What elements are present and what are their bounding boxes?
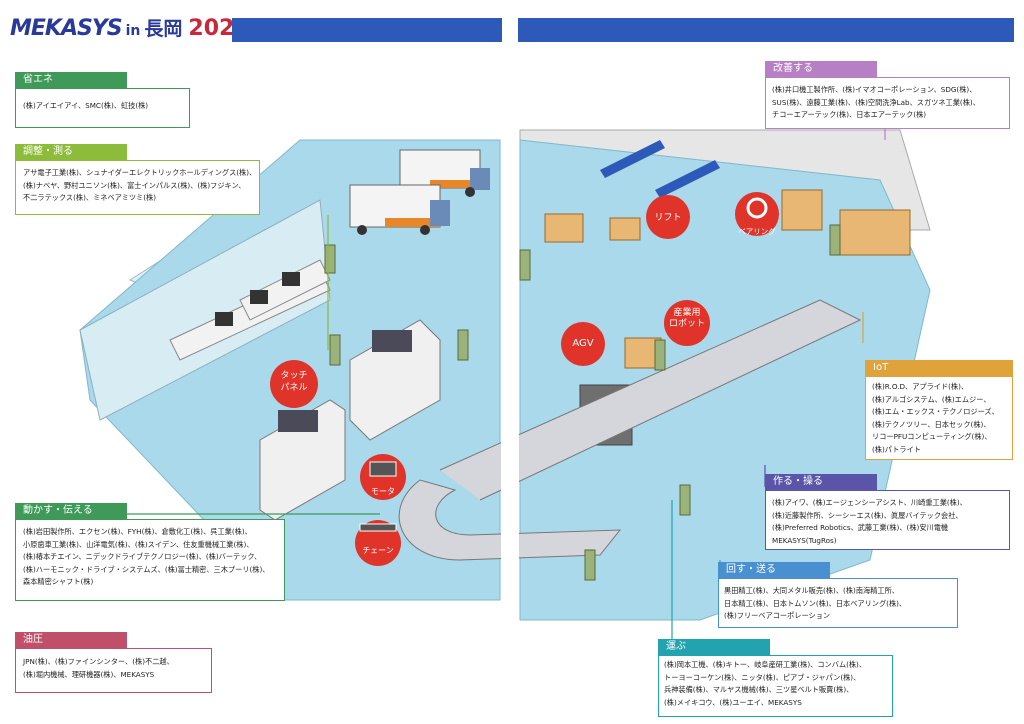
header-bar-right xyxy=(518,18,1014,42)
label-agv: AGV xyxy=(572,338,594,349)
page-fold xyxy=(501,48,519,724)
label-motor: モータ xyxy=(371,487,395,496)
bearing-icon xyxy=(746,197,768,219)
callout-bearing xyxy=(735,192,779,236)
label-robot: 産業用 ロボット xyxy=(668,308,705,329)
label-chain: チェーン xyxy=(362,546,394,555)
callout-lift xyxy=(646,195,690,239)
category-make-header: 作る・操る xyxy=(765,474,877,490)
category-iot-text: (株)R.O.D、アプライド(株)、 (株)アルゴシステム、(株)エムジー、 (… xyxy=(872,382,999,454)
truck-1 xyxy=(399,149,490,197)
cnc-machine xyxy=(349,319,441,441)
category-adjust-text: アサ電子工業(株)、シュナイダーエレクトリックホールディングス(株)、 (株)ナ… xyxy=(23,168,257,203)
category-iot-header: IoT xyxy=(865,360,1013,376)
category-hydraulic-text: JPN(株)、(株)ファインシンター、(株)不二越、 (株)堀内機械、理研機器(… xyxy=(23,657,174,679)
category-make-text: (株)アイワ、(株)エージェンシーアシスト、川崎重工業(株)、 (株)近藤製作所… xyxy=(772,498,967,545)
category-hydraulic-box xyxy=(15,648,212,693)
overhead-beams xyxy=(600,140,720,198)
brand-logo: MEKASYS xyxy=(10,16,123,41)
callout-touch xyxy=(270,360,318,408)
category-iot-box xyxy=(865,376,1013,460)
category-move-text: (株)岩田製作所、エクセン(株)、FYH(株)、倉敷化工(株)、呉工業(株)、 … xyxy=(23,527,270,587)
office-desks xyxy=(169,259,331,361)
header-bar-left xyxy=(232,18,502,42)
category-adjust-box xyxy=(15,160,260,215)
category-save-text: (株)アイエイアイ、SMC(株)、虹技(株) xyxy=(23,101,149,110)
workers xyxy=(324,224,841,581)
category-save-box xyxy=(15,88,190,128)
label-touch: タッチ パネル xyxy=(280,371,308,393)
label-bearing: ベアリング xyxy=(738,227,776,236)
category-improve-header: 改善する xyxy=(765,61,877,77)
callout-robot xyxy=(664,300,710,346)
category-rotate-box xyxy=(718,578,958,628)
chain-icon xyxy=(359,523,397,532)
title-city: 長岡 xyxy=(144,18,183,40)
category-carry-text: (株)岡本工機、(株)キトー、岐阜産研工業(株)、コンバム(株)、 トーヨーコー… xyxy=(664,660,867,707)
category-hydraulic-header: 油圧 xyxy=(15,632,127,648)
category-improve-box xyxy=(765,77,1010,129)
touch-panel-machine xyxy=(259,399,346,521)
category-save-header: 省エネ xyxy=(15,72,127,88)
label-lift: リフト xyxy=(654,213,682,223)
category-make-box xyxy=(765,490,1010,550)
motor-icon xyxy=(369,461,397,477)
category-rotate-text: 黒田精工(株)、大同メタル販売(株)、(株)南海精工所、 日本精工(株)、日本ト… xyxy=(724,586,907,621)
category-rotate-header: 回す・送る xyxy=(718,562,830,578)
callout-agv xyxy=(561,322,605,366)
conveyor-belt xyxy=(398,299,862,561)
category-move-header: 動かす・伝える xyxy=(15,503,127,519)
category-adjust-header: 調整・測る xyxy=(15,144,127,160)
category-carry-header: 運ぶ xyxy=(658,639,770,655)
title-in: in xyxy=(125,23,141,39)
office-partition xyxy=(79,199,331,421)
category-improve-text: (株)井口機工製作所、(株)イマオコーポレーション、SDG(株)、 SUS(株)… xyxy=(772,85,980,120)
category-carry-box xyxy=(658,655,893,717)
category-move-box xyxy=(15,519,285,601)
truck-2 xyxy=(349,184,450,235)
